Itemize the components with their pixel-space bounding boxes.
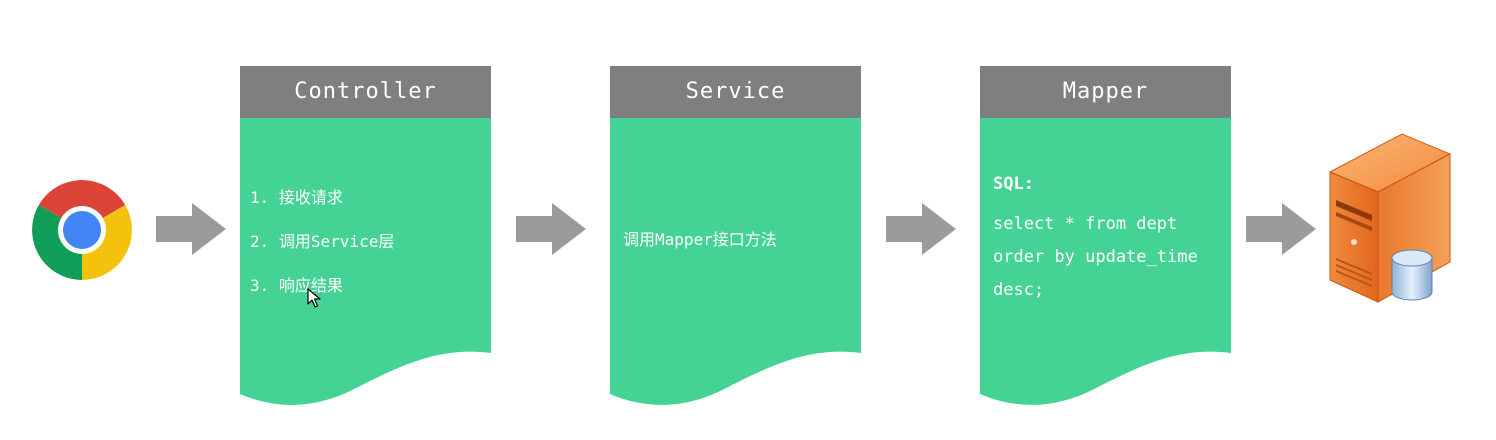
controller-card: Controller 1. 接收请求 2. 调用Service层 3. 响应结果 [240,66,491,410]
controller-step-1: 1. 接收请求 [250,188,343,207]
mapper-title: Mapper [1062,79,1149,104]
arrow-right-icon [886,203,956,255]
server-database-icon [1328,133,1452,303]
controller-card-shape [240,66,491,405]
arrow-right-icon [156,203,226,255]
controller-step-2: 2. 调用Service层 [250,232,395,251]
service-description: 调用Mapper接口方法 [623,230,777,249]
arrow-right-icon [516,203,586,255]
service-card: Service 调用Mapper接口方法 [610,66,861,410]
service-card-shape [610,66,861,405]
chrome-browser-icon [32,180,132,280]
mapper-card-shape [980,66,1231,405]
sql-label: SQL: [993,174,1034,194]
controller-title: Controller [294,79,437,104]
controller-step-3: 3. 响应结果 [250,276,343,295]
arrow-right-icon [1246,203,1316,255]
sql-line-2: order by update_time [993,247,1198,267]
mapper-card: Mapper SQL: select * from dept order by … [980,66,1231,410]
sql-line-3: desc; [993,280,1045,300]
service-title: Service [685,79,786,104]
sql-line-1: select * from dept [993,214,1178,234]
mouse-cursor-icon [307,288,321,308]
